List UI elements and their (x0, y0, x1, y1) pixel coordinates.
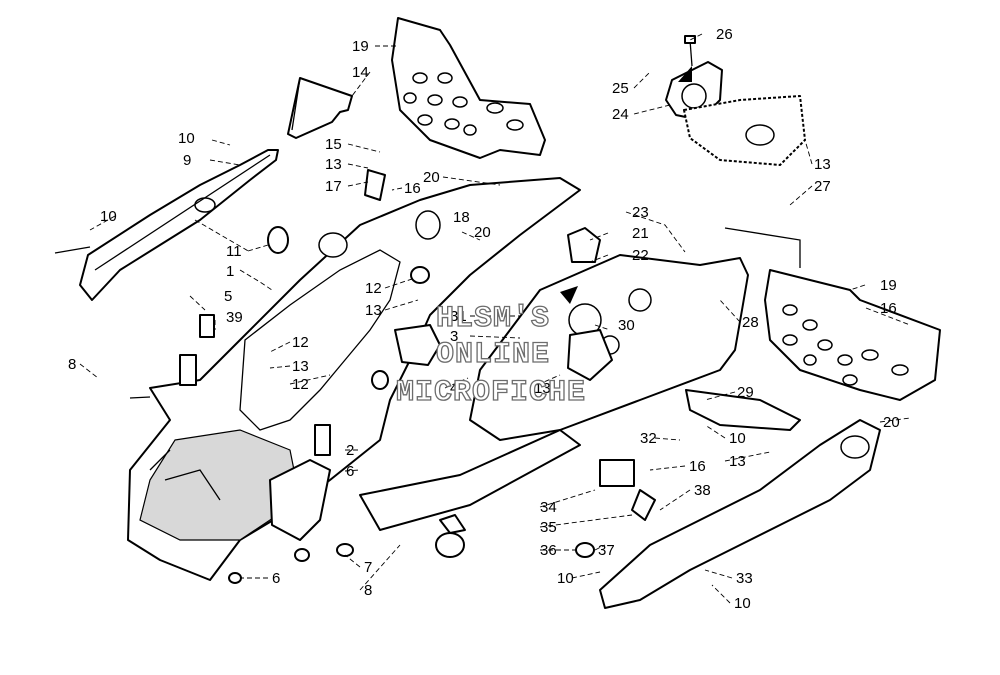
callout-13: 13 (814, 156, 831, 173)
callout-13: 13 (365, 302, 382, 319)
callout-8: 8 (68, 356, 76, 373)
callout-16: 16 (404, 180, 421, 197)
callout-14: 14 (352, 64, 369, 81)
callout-16: 16 (689, 458, 706, 475)
watermark-line-3: MICROFICHE (396, 376, 586, 410)
callout-15: 15 (325, 136, 342, 153)
callout-2: 2 (346, 442, 354, 459)
callout-26: 26 (716, 26, 733, 43)
callout-20: 20 (423, 169, 440, 186)
callout-10: 10 (557, 570, 574, 587)
callout-12: 12 (292, 334, 309, 351)
callout-36: 36 (540, 542, 557, 559)
callout-10: 10 (734, 595, 751, 612)
callout-35: 35 (540, 519, 557, 536)
callout-32: 32 (640, 430, 657, 447)
upper-steering-plate (391, 17, 546, 159)
callout-5: 5 (224, 288, 232, 305)
hardware-items (54, 169, 656, 584)
callout-labels: 19 14 26 25 24 10 9 15 13 17 16 20 13 27… (68, 26, 900, 612)
callout-30: 30 (618, 317, 635, 334)
callout-28: 28 (742, 314, 759, 331)
callout-18: 18 (453, 209, 470, 226)
callout-23: 23 (632, 204, 649, 221)
callout-39: 39 (226, 309, 243, 326)
callout-12: 12 (365, 280, 382, 297)
callout-21: 21 (632, 225, 649, 242)
cross-tube (359, 389, 801, 558)
callout-9: 9 (183, 152, 191, 169)
callout-34: 34 (540, 499, 557, 516)
callout-13: 13 (729, 453, 746, 470)
callout-38: 38 (694, 482, 711, 499)
callout-19-top: 19 (352, 38, 369, 55)
callout-6: 6 (272, 570, 280, 587)
watermark: HLSM'S ONLINE MICROFICHE (395, 301, 586, 410)
callout-11: 11 (226, 243, 242, 260)
rear-right-plate (724, 227, 941, 401)
shield-panel (287, 77, 353, 139)
callout-13: 13 (325, 156, 342, 173)
callout-25: 25 (612, 80, 629, 97)
callout-7: 7 (364, 559, 372, 576)
callout-24: 24 (612, 106, 629, 123)
callout-4: 4 (450, 380, 458, 397)
callout-8: 8 (364, 582, 372, 599)
callout-16: 16 (880, 300, 897, 317)
bearing-flange-assembly (665, 35, 806, 166)
callout-12: 12 (292, 376, 309, 393)
callout-22: 22 (632, 247, 649, 264)
lower-rail (599, 419, 881, 609)
callout-13: 13 (292, 358, 309, 375)
callout-33: 33 (736, 570, 753, 587)
callout-10: 10 (178, 130, 195, 147)
callout-10: 10 (100, 208, 117, 225)
callout-17: 17 (325, 178, 342, 195)
callout-3: 3 (450, 328, 458, 345)
callout-20: 20 (883, 414, 900, 431)
leader-lines (79, 33, 911, 604)
callout-37: 37 (598, 542, 615, 559)
front-bumper (79, 149, 279, 301)
callout-10: 10 (729, 430, 746, 447)
watermark-line-2: ONLINE (436, 338, 550, 372)
watermark-line-1: HLSM'S (436, 302, 550, 336)
main-frame (127, 177, 581, 581)
center-side-panel (469, 254, 749, 441)
callout-31: 31 (450, 308, 467, 325)
callout-27: 27 (814, 178, 831, 195)
callout-20: 20 (474, 224, 491, 241)
callout-1: 1 (226, 263, 234, 280)
callout-13: 13 (534, 380, 551, 397)
callout-6: 6 (346, 463, 354, 480)
callout-29: 29 (737, 384, 754, 401)
callout-19-right: 19 (880, 277, 897, 294)
